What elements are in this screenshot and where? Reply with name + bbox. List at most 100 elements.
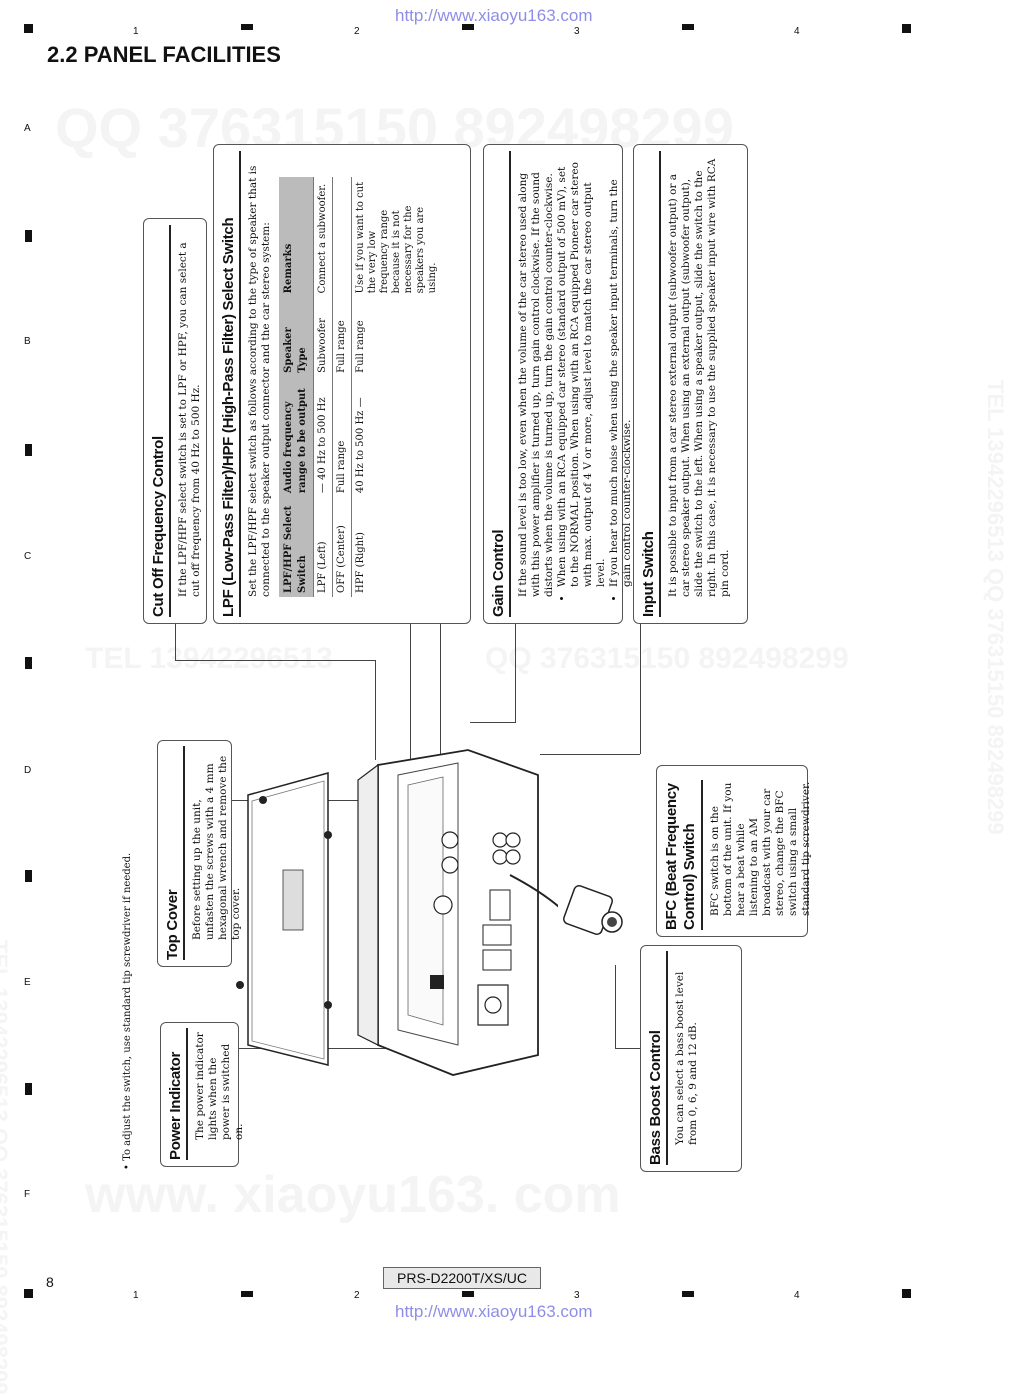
row-mark	[25, 1083, 32, 1095]
lpf-hpf-title: LPF (Low-Pass Filter)/HPF (High-Pass Fil…	[220, 151, 241, 617]
column-mark	[241, 24, 253, 30]
table-row: HPF (Right) 40 Hz to 500 Hz — Full range…	[351, 177, 442, 597]
page-number: 8	[46, 1274, 54, 1290]
top-cover-text: Before setting up the unit, unfasten the…	[191, 755, 242, 940]
column-mark	[241, 1291, 253, 1297]
section-title: 2.2 PANEL FACILITIES	[47, 42, 281, 67]
table-cell: — 40 Hz to 500 Hz	[313, 376, 333, 498]
leader-line	[375, 660, 376, 760]
bass-boost-title: Bass Boost Control	[647, 951, 668, 1165]
remote-knob-illustration	[563, 885, 623, 935]
bfc-switch-text: BFC switch is on the bottom of the unit.…	[709, 781, 812, 916]
top-url[interactable]: http://www.xiaoyu163.com	[395, 6, 593, 25]
row-mark	[25, 444, 32, 456]
bass-boost-remote	[509, 874, 558, 908]
table-cell: Subwoofer	[313, 297, 333, 377]
row-letter: E	[24, 977, 31, 988]
column-number: 4	[794, 26, 800, 37]
bass-boost-box: Bass Boost Control You can select a bass…	[640, 945, 742, 1172]
corner-mark	[902, 24, 911, 33]
gain-control-bullets: When using with an RCA equipped car ster…	[556, 157, 634, 597]
bass-boost-text: You can select a bass boost level from 0…	[674, 971, 699, 1145]
table-cell: Full range	[332, 376, 352, 498]
column-number: 2	[354, 26, 360, 37]
table-header: Remarks	[279, 177, 314, 298]
leader-line	[440, 620, 441, 780]
column-number: 1	[133, 1290, 139, 1301]
bottom-url[interactable]: http://www.xiaoyu163.com	[395, 1302, 593, 1321]
table-cell: OFF (Center)	[332, 497, 352, 597]
column-mark	[682, 24, 694, 30]
table-row: LPF (Left) — 40 Hz to 500 Hz Subwoofer C…	[313, 177, 333, 597]
power-indicator-box: Power Indicator The power indicator ligh…	[160, 1022, 245, 1167]
row-mark	[25, 870, 32, 882]
screwdriver-note-text: • To adjust the switch, use standard tip…	[122, 852, 133, 1170]
table-cell: Full range	[351, 297, 442, 377]
main-chassis	[357, 749, 539, 1076]
bfc-switch-title: BFC (Beat Frequency Control) Switch	[663, 780, 703, 930]
table-cell: Use if you want to cut the very low freq…	[351, 177, 442, 298]
input-switch-title: Input Switch	[640, 151, 661, 617]
watermark-side: TEL 13942296513 QQ 376315150 892498299	[983, 380, 1008, 835]
gain-control-text: If the sound level is too low, even when…	[517, 172, 555, 597]
row-letter: B	[24, 336, 31, 347]
leader-line	[175, 660, 375, 661]
list-item: When using with an RCA equipped car ster…	[556, 157, 608, 587]
leader-line	[175, 622, 176, 660]
watermark: QQ 376315150 892498299	[485, 642, 849, 675]
table-cell: HPF (Right)	[351, 497, 442, 597]
leader-line	[515, 622, 516, 722]
table-header: LPF/HPF Select Switch	[279, 497, 314, 597]
top-cover-panel	[236, 772, 332, 1066]
watermark: TEL 13942296513	[85, 642, 333, 675]
table-header: Speaker Type	[279, 297, 314, 377]
input-switch-box: Input Switch It is possible to input fro…	[633, 144, 748, 624]
row-letter: D	[24, 765, 32, 776]
cutoff-frequency-box: Cut Off Frequency Control If the LPF/HPF…	[143, 218, 207, 624]
column-number: 3	[574, 26, 580, 37]
watermark-side: TEL 13942296513 QQ 376315150 892498299	[0, 940, 12, 1395]
row-letter: F	[24, 1189, 31, 1200]
corner-mark	[902, 1289, 911, 1298]
row-letter: C	[24, 551, 32, 562]
leader-line	[615, 965, 616, 1049]
leader-line	[640, 622, 641, 754]
lpf-hpf-text: Set the LPF/HPF select switch as follows…	[247, 165, 272, 597]
model-number: PRS-D2200T/XS/UC	[383, 1267, 541, 1289]
table-cell: LPF (Left)	[313, 497, 333, 597]
list-item: If you hear too much noise when using th…	[608, 157, 634, 587]
row-letter: A	[24, 123, 31, 134]
column-number: 2	[354, 1290, 360, 1301]
input-switch-text: It is possible to input from a car stere…	[667, 158, 731, 597]
cutoff-frequency-title: Cut Off Frequency Control	[150, 225, 171, 617]
table-cell: 40 Hz to 500 Hz —	[351, 376, 442, 498]
table-row: OFF (Center) Full range Full range	[332, 177, 352, 597]
row-mark	[25, 657, 32, 669]
column-mark	[462, 1291, 474, 1297]
corner-mark	[24, 24, 33, 33]
row-mark	[25, 230, 32, 242]
power-indicator-text: The power indicator lights when the powe…	[194, 1032, 245, 1140]
leader-line	[540, 754, 640, 755]
leader-line	[615, 1048, 645, 1049]
power-indicator-title: Power Indicator	[167, 1028, 188, 1160]
cutoff-frequency-text: If the LPF/HPF select switch is set to L…	[177, 242, 202, 597]
table-cell: Connect a subwoofer.	[313, 177, 333, 298]
corner-mark	[24, 1289, 33, 1298]
lpf-hpf-select-box: LPF (Low-Pass Filter)/HPF (High-Pass Fil…	[213, 144, 471, 624]
amplifier-illustration	[236, 749, 558, 1076]
table-header: Audio frequency range to be output	[279, 376, 314, 498]
table-cell: Full range	[332, 297, 352, 377]
column-number: 3	[574, 1290, 580, 1301]
gain-control-box: Gain Control If the sound level is too l…	[483, 144, 633, 624]
leader-line	[470, 722, 516, 723]
table-cell	[332, 177, 352, 298]
leader-line	[410, 620, 411, 760]
column-mark	[682, 1291, 694, 1297]
lpf-hpf-table: LPF/HPF Select Switch Audio frequency ra…	[279, 177, 442, 597]
gain-control-title: Gain Control	[490, 151, 511, 617]
column-number: 1	[133, 26, 139, 37]
top-cover-title: Top Cover	[164, 746, 185, 960]
watermark: www. xiaoyu163. com	[85, 1166, 621, 1224]
column-number: 4	[794, 1290, 800, 1301]
